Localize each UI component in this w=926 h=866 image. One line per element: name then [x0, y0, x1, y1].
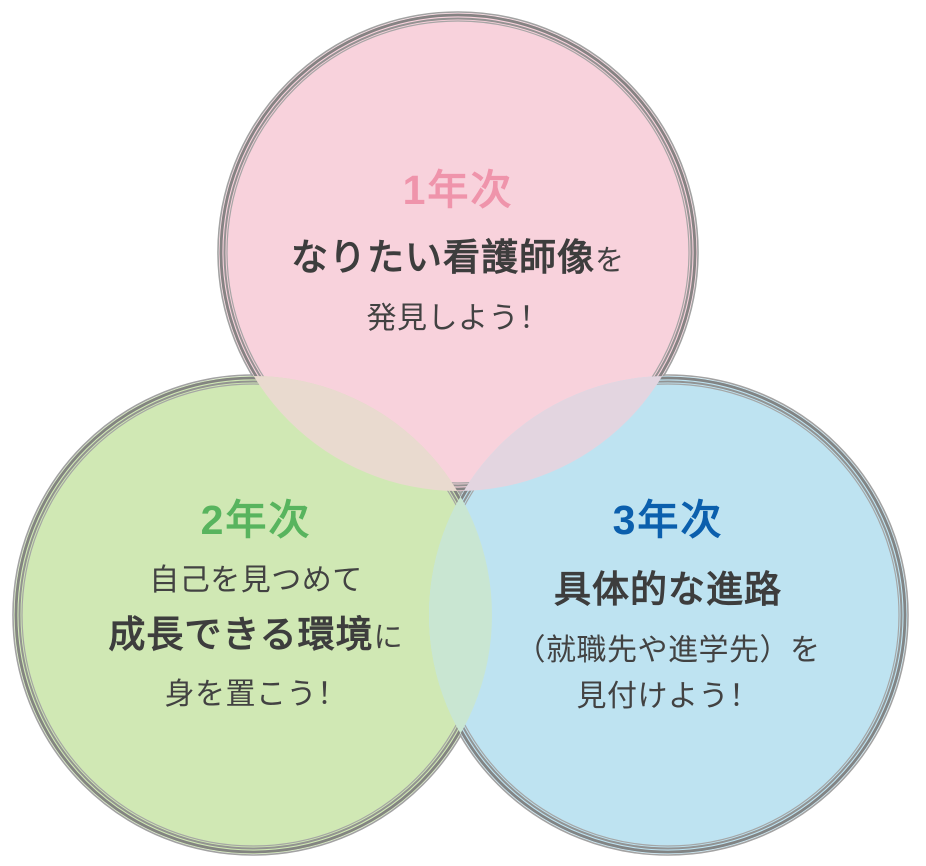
year2-text-block: 2年次 自己を見つめて 成長できる環境に 身を置こう！: [26, 498, 486, 716]
year2-line2-main: 成長できる環境: [108, 614, 374, 655]
year1-line2: 発見しよう！: [366, 302, 550, 335]
year1-circle-border: [217, 11, 699, 493]
year3-line1: 具体的な進路: [438, 564, 898, 624]
year2-line1: 自己を見つめて: [149, 564, 363, 597]
year1-circle: [219, 13, 697, 491]
year3-line2: （就職先や進学先）を: [515, 634, 821, 667]
year1-line1-main: なりたい看護師像: [290, 237, 595, 278]
year3-line3: 見付けよう！: [576, 680, 760, 713]
year1-line1-particle: を: [594, 245, 625, 277]
year2-line2-particle: に: [373, 622, 404, 654]
year3-circle-border: [427, 374, 909, 856]
year3-circle: [429, 376, 907, 854]
year2-circle-border: [12, 374, 494, 856]
year1-line1: なりたい看護師像を: [228, 232, 688, 292]
year2-circle: [14, 376, 492, 854]
year3-text-block: 3年次 具体的な進路 （就職先や進学先）を 見付けよう！: [438, 498, 898, 718]
year3-heading: 3年次: [612, 497, 724, 543]
year2-line3: 身を置こう！: [164, 678, 348, 711]
year3-line1-main: 具体的な進路: [554, 569, 782, 610]
year1-text-block: 1年次 なりたい看護師像を 発見しよう！: [228, 168, 688, 340]
year1-heading: 1年次: [402, 167, 514, 213]
year2-heading: 2年次: [200, 497, 312, 543]
year2-line2: 成長できる環境に: [26, 610, 486, 668]
